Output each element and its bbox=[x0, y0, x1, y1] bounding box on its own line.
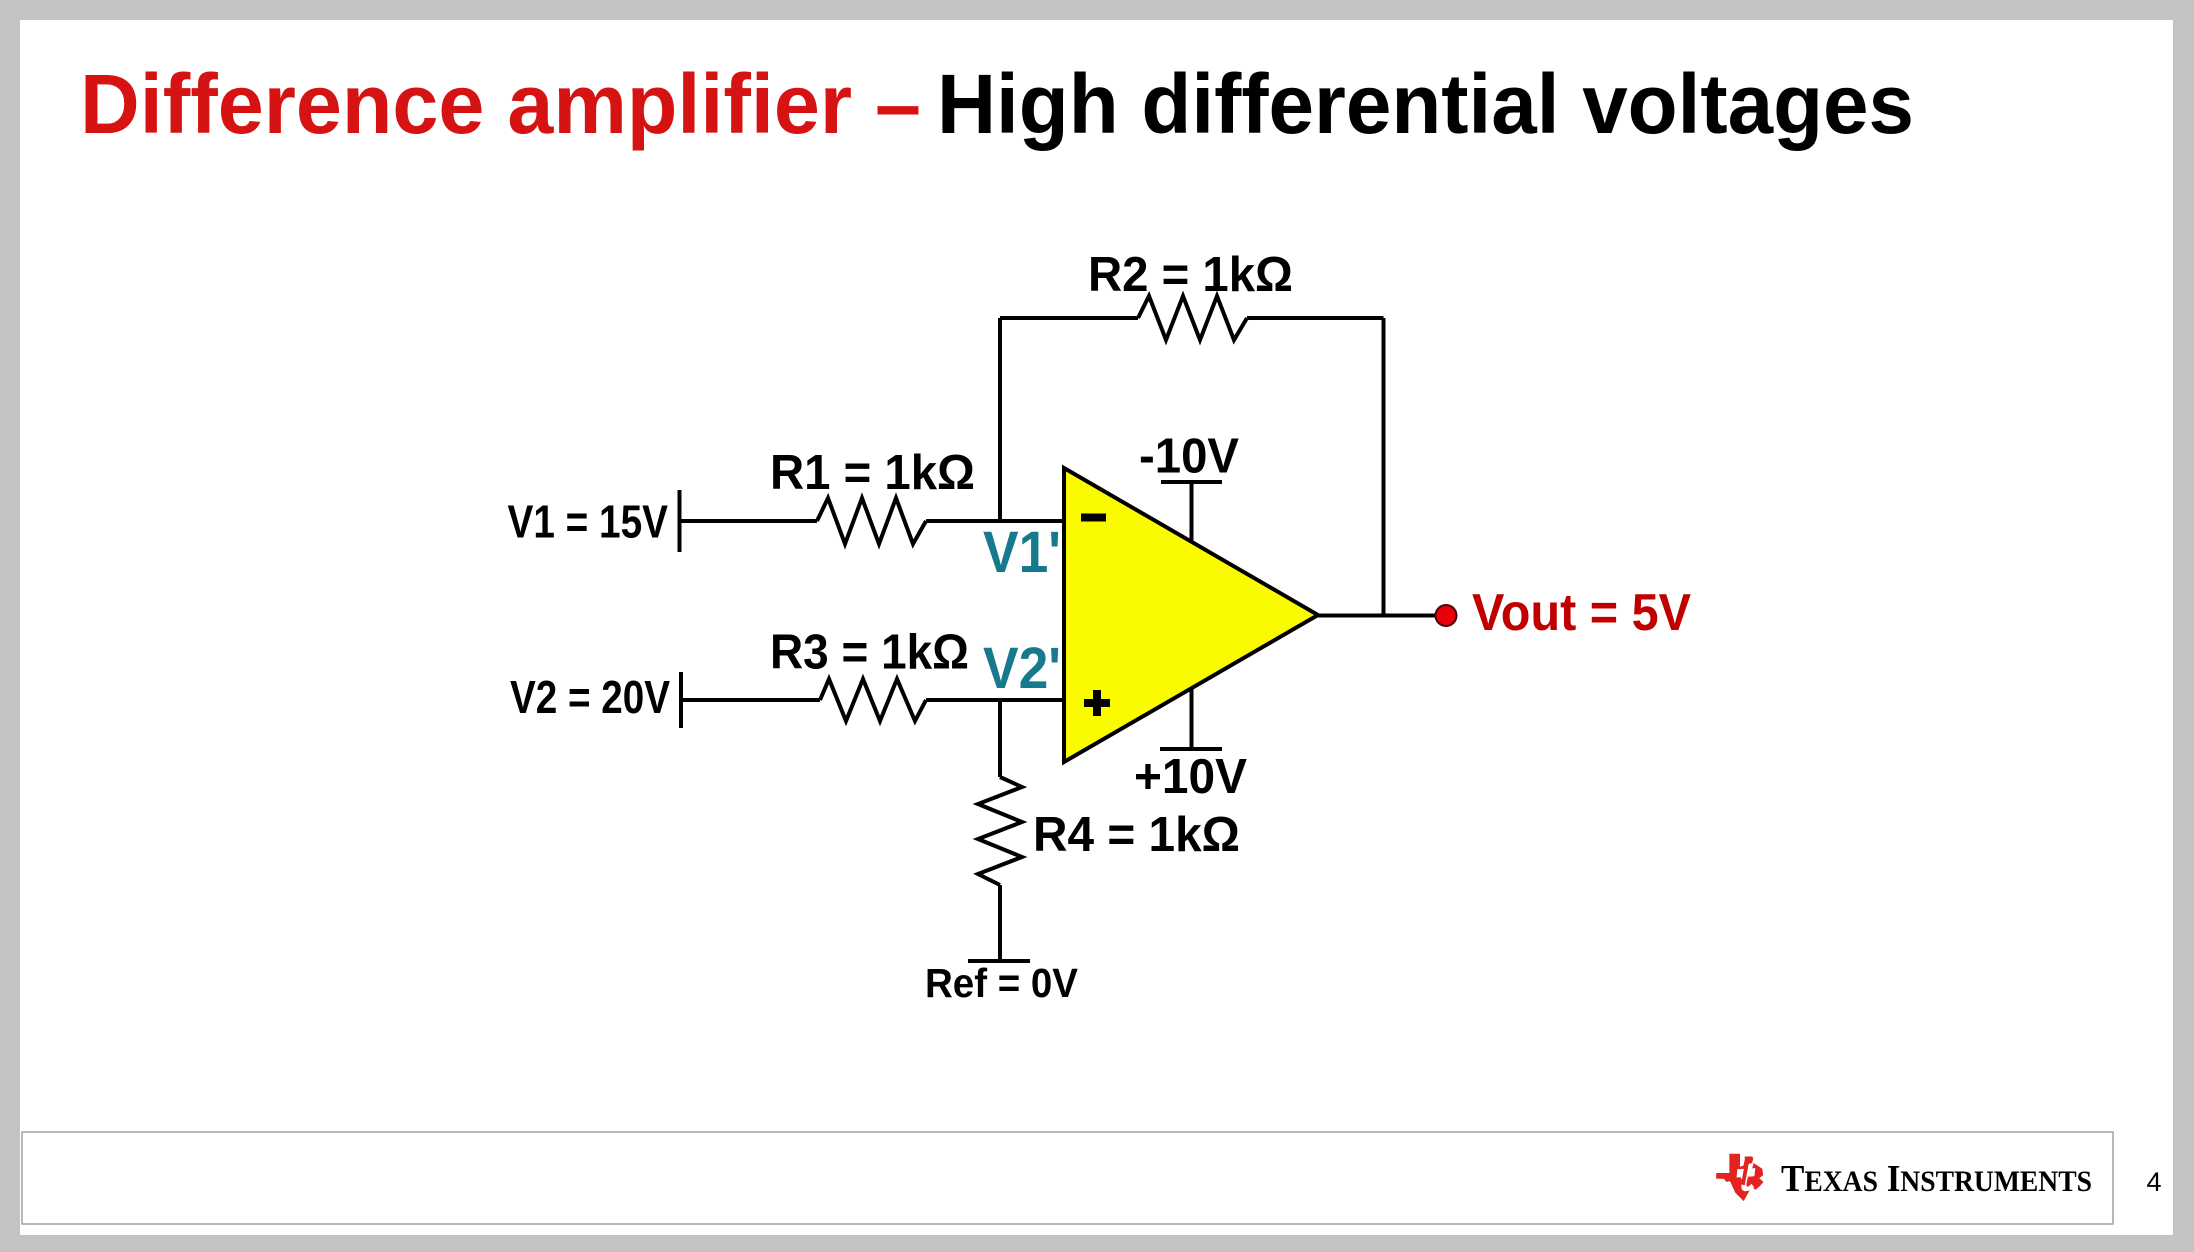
svg-text:Ref = 0V: Ref = 0V bbox=[925, 960, 1079, 1006]
svg-text:R1 = 1kΩ: R1 = 1kΩ bbox=[770, 446, 975, 500]
svg-text:R2 = 1kΩ: R2 = 1kΩ bbox=[1088, 248, 1293, 302]
svg-text:-10V: -10V bbox=[1139, 430, 1239, 484]
svg-text:V2 = 20V: V2 = 20V bbox=[510, 671, 670, 723]
svg-text:TEXAS INSTRUMENTS: TEXAS INSTRUMENTS bbox=[1781, 1158, 2092, 1200]
svg-text:Difference amplifier –: Difference amplifier – bbox=[80, 57, 921, 151]
svg-text:R4 = 1kΩ: R4 = 1kΩ bbox=[1033, 808, 1240, 862]
svg-text:+10V: +10V bbox=[1134, 750, 1247, 804]
svg-text:Vout = 5V: Vout = 5V bbox=[1472, 584, 1691, 642]
svg-text:V1': V1' bbox=[983, 520, 1061, 585]
svg-text:4: 4 bbox=[2146, 1167, 2161, 1197]
svg-text:V2': V2' bbox=[983, 636, 1061, 701]
svg-text:R3 = 1kΩ: R3 = 1kΩ bbox=[770, 626, 969, 680]
svg-text:High differential voltages: High differential voltages bbox=[937, 57, 1914, 151]
svg-text:V1 = 15V: V1 = 15V bbox=[508, 496, 669, 548]
